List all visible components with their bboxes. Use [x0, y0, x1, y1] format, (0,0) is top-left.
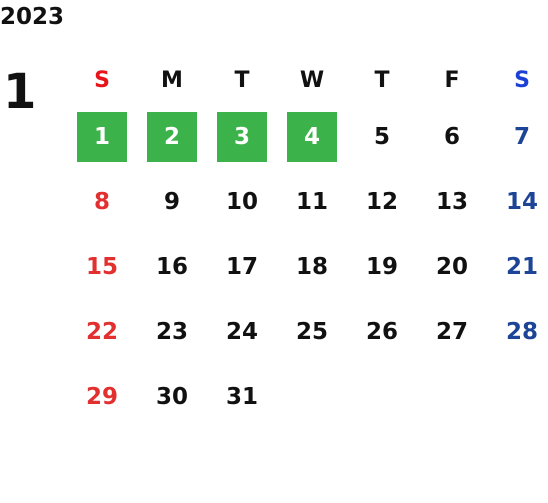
day-number: 25 [295, 318, 328, 345]
day-cell: 31 [207, 372, 277, 422]
day-cell: 14 [487, 177, 548, 227]
day-number: 2 [147, 111, 197, 162]
day-cell [277, 372, 347, 422]
day-cell: 9 [137, 177, 207, 227]
day-cell: 17 [207, 242, 277, 292]
calendar-grid: S M T W T F S 1 2 3 4 5 6 7 8 9 10 11 12… [67, 58, 548, 429]
day-number: 9 [163, 188, 180, 215]
month-label: 1 [3, 64, 37, 120]
week-row-4: 22 23 24 25 26 27 28 [67, 299, 548, 364]
day-number: 16 [155, 253, 188, 280]
day-number: 11 [295, 188, 328, 215]
day-number [427, 372, 477, 422]
day-cell: 22 [67, 307, 137, 357]
weekday-header-saturday: S [514, 68, 530, 93]
weekday-header-sunday: S [94, 68, 110, 93]
day-cell: 26 [347, 307, 417, 357]
day-number: 19 [365, 253, 398, 280]
day-cell: 21 [487, 242, 548, 292]
day-number: 1 [77, 111, 127, 162]
day-number: 26 [365, 318, 398, 345]
week-row-1: 1 2 3 4 5 6 7 [67, 104, 548, 169]
weekday-header-row: S M T W T F S [67, 58, 548, 104]
day-cell: 11 [277, 177, 347, 227]
day-cell: 30 [137, 372, 207, 422]
weekday-header-friday: F [444, 68, 460, 93]
weekday-header-monday: M [161, 68, 183, 93]
day-cell: 13 [417, 177, 487, 227]
day-cell: 7 [487, 112, 548, 162]
day-cell: 29 [67, 372, 137, 422]
day-cell: 2 [137, 111, 207, 162]
day-number: 4 [287, 111, 337, 162]
day-cell: 15 [67, 242, 137, 292]
day-cell: 1 [67, 111, 137, 162]
day-cell: 10 [207, 177, 277, 227]
day-number: 29 [85, 383, 118, 410]
day-number: 31 [225, 383, 258, 410]
week-row-3: 15 16 17 18 19 20 21 [67, 234, 548, 299]
day-cell: 16 [137, 242, 207, 292]
day-number: 6 [443, 123, 460, 150]
day-number: 13 [435, 188, 468, 215]
day-number: 28 [505, 318, 538, 345]
day-cell: 12 [347, 177, 417, 227]
day-number: 27 [435, 318, 468, 345]
day-number [357, 372, 407, 422]
day-number [287, 372, 337, 422]
day-number: 24 [225, 318, 258, 345]
day-cell: 27 [417, 307, 487, 357]
day-cell: 23 [137, 307, 207, 357]
day-number [497, 372, 547, 422]
week-row-2: 8 9 10 11 12 13 14 [67, 169, 548, 234]
weekday-header-thursday: T [374, 68, 390, 93]
day-cell: 19 [347, 242, 417, 292]
year-label: 2023 [0, 4, 65, 30]
day-cell [347, 372, 417, 422]
day-number: 23 [155, 318, 188, 345]
day-number: 22 [85, 318, 118, 345]
day-number: 20 [435, 253, 468, 280]
day-cell: 25 [277, 307, 347, 357]
day-cell [417, 372, 487, 422]
day-number: 18 [295, 253, 328, 280]
day-cell: 4 [277, 111, 347, 162]
day-cell: 5 [347, 112, 417, 162]
day-number: 15 [85, 253, 118, 280]
day-number: 10 [225, 188, 258, 215]
weekday-header-wednesday: W [299, 68, 325, 93]
day-number: 3 [217, 111, 267, 162]
week-row-5: 29 30 31 [67, 364, 548, 429]
day-cell: 24 [207, 307, 277, 357]
day-cell: 28 [487, 307, 548, 357]
day-number: 17 [225, 253, 258, 280]
day-cell [487, 372, 548, 422]
day-number: 14 [505, 188, 538, 215]
weekday-header-tuesday: T [234, 68, 250, 93]
day-cell: 20 [417, 242, 487, 292]
day-cell: 8 [67, 177, 137, 227]
day-cell: 3 [207, 111, 277, 162]
day-number: 21 [505, 253, 538, 280]
day-number: 8 [93, 188, 110, 215]
day-cell: 18 [277, 242, 347, 292]
day-number: 5 [373, 123, 390, 150]
day-number: 7 [513, 123, 530, 150]
day-cell: 6 [417, 112, 487, 162]
day-number: 12 [365, 188, 398, 215]
day-number: 30 [155, 383, 188, 410]
